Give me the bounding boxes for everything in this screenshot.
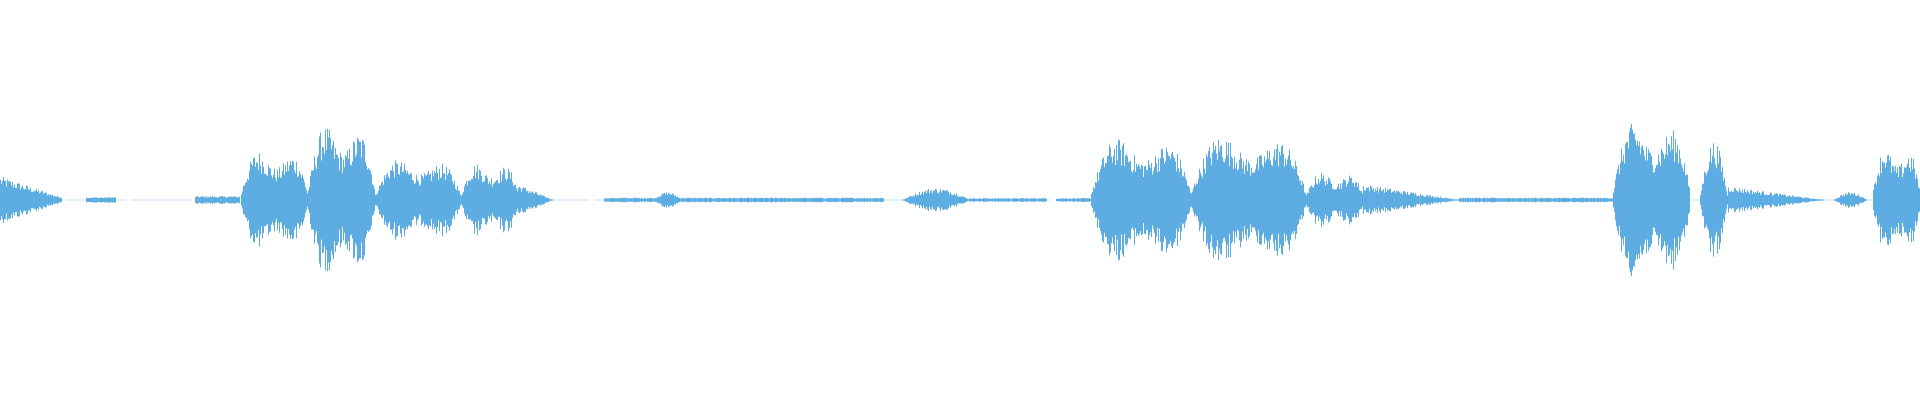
waveform-bars	[0, 123, 1920, 277]
